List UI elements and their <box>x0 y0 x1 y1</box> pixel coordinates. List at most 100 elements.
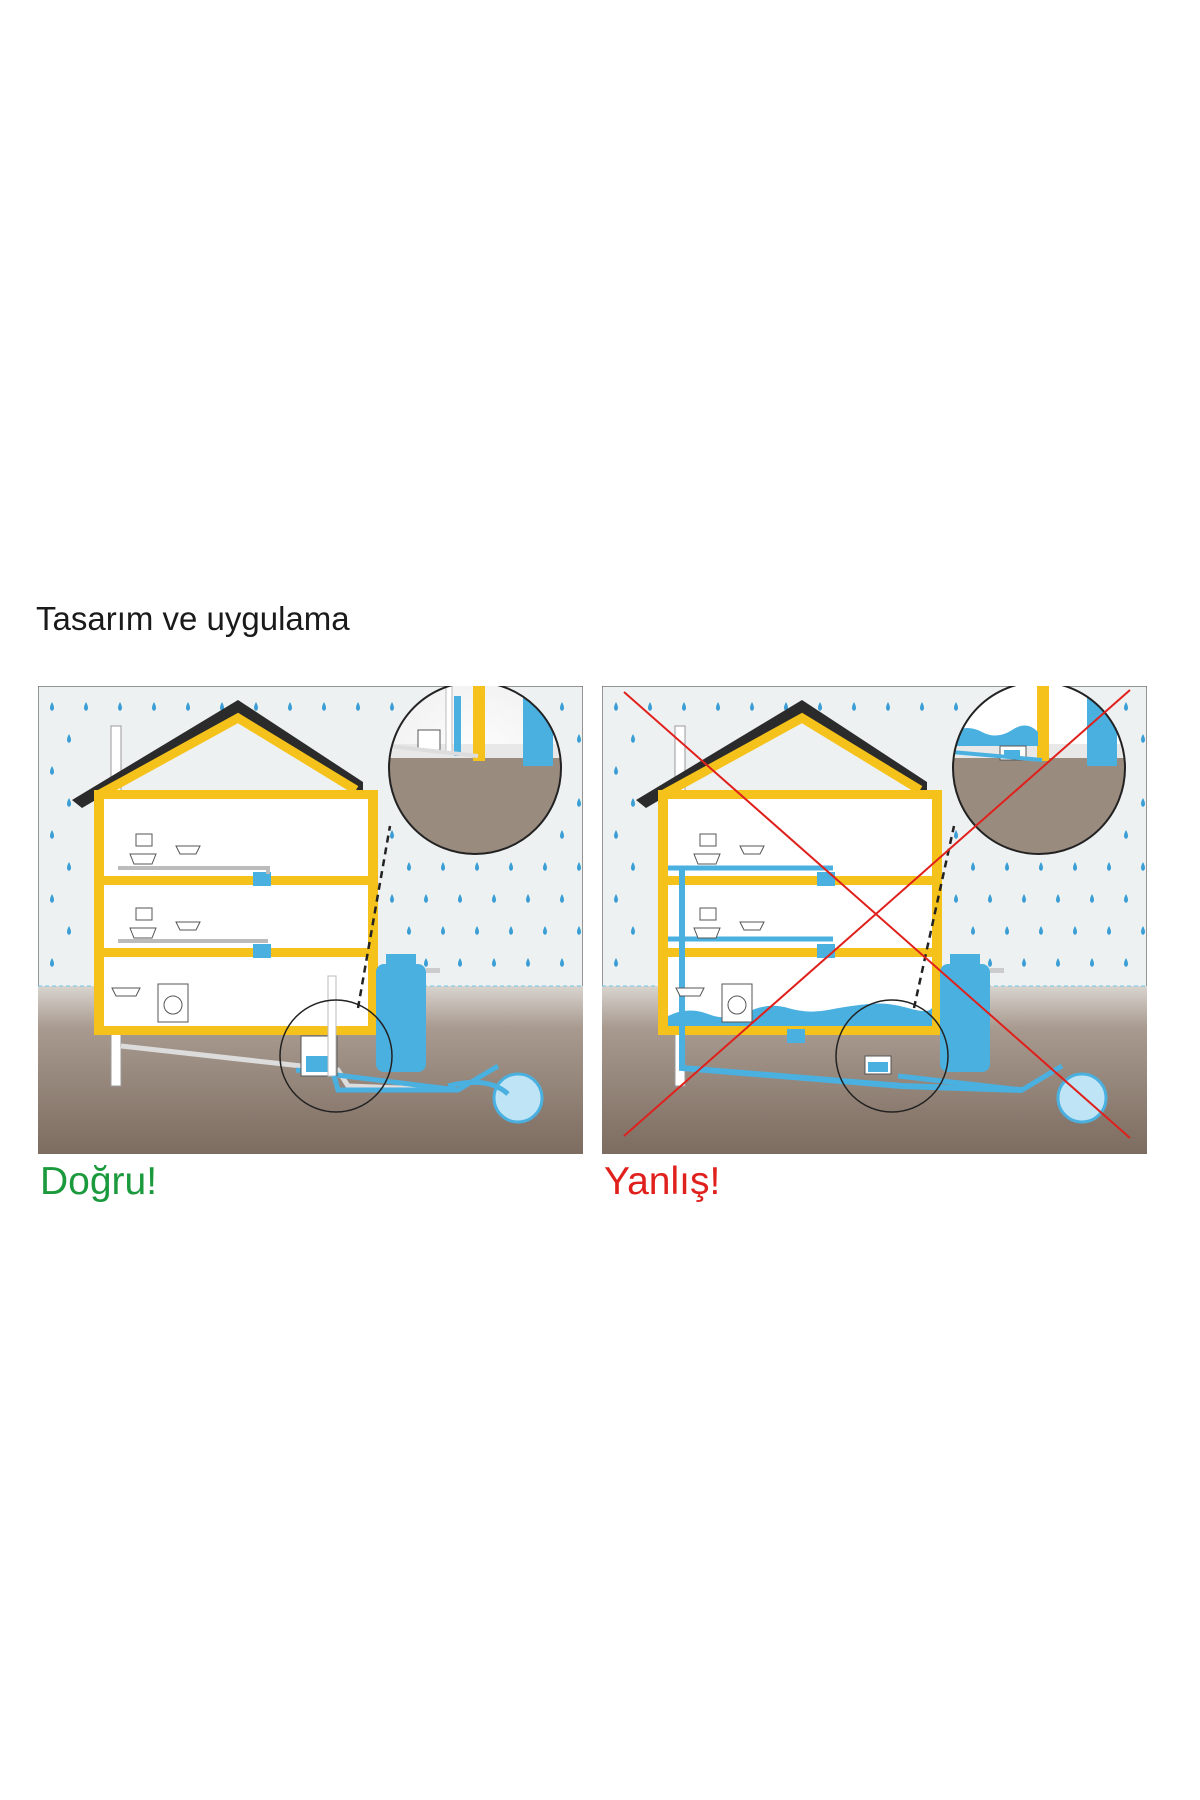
raindrop <box>614 894 618 903</box>
raindrop <box>220 702 224 711</box>
raindrop <box>543 926 547 935</box>
raindrop <box>631 798 635 807</box>
raindrop <box>1124 702 1128 711</box>
raindrop <box>1073 862 1077 871</box>
raindrop <box>543 862 547 871</box>
sink-basement <box>111 987 141 997</box>
raindrop <box>152 702 156 711</box>
magnifier-small-circle <box>835 999 949 1113</box>
raindrop <box>1056 958 1060 967</box>
raindrop <box>458 958 462 967</box>
raindrop <box>954 702 958 711</box>
verdict-wrong-label: Yanlış! <box>604 1160 721 1203</box>
sewer-main <box>492 1072 544 1124</box>
raindrop <box>954 894 958 903</box>
raindrop <box>614 958 618 967</box>
raindrop <box>390 702 394 711</box>
raindrop <box>441 926 445 935</box>
raindrop <box>988 894 992 903</box>
raindrop <box>577 798 581 807</box>
raindrop <box>118 702 122 711</box>
page-title: Tasarım ve uygulama <box>36 600 350 637</box>
raindrop <box>67 734 71 743</box>
raindrop <box>631 862 635 871</box>
raindrop <box>971 862 975 871</box>
raindrop <box>441 862 445 871</box>
water-tank <box>940 954 1004 1072</box>
raindrop <box>526 958 530 967</box>
raindrop <box>971 926 975 935</box>
raindrop <box>577 862 581 871</box>
raindrop <box>920 702 924 711</box>
raindrop <box>186 702 190 711</box>
raindrop <box>716 702 720 711</box>
raindrop <box>988 958 992 967</box>
raindrop <box>1005 926 1009 935</box>
raindrop <box>67 862 71 871</box>
floor-pipe-joint <box>253 872 271 886</box>
raindrop <box>1141 862 1145 871</box>
raindrop <box>254 702 258 711</box>
raindrop <box>1005 862 1009 871</box>
red-cross-mark <box>623 689 1131 1139</box>
raindrop <box>390 830 394 839</box>
raindrop <box>1056 894 1060 903</box>
magnifier-small-circle <box>279 999 393 1113</box>
raindrop <box>1124 958 1128 967</box>
raindrop <box>475 926 479 935</box>
raindrop <box>407 926 411 935</box>
raindrop <box>424 958 428 967</box>
raindrop <box>560 958 564 967</box>
raindrop <box>288 702 292 711</box>
raindrop <box>577 734 581 743</box>
raindrop <box>1073 926 1077 935</box>
raindrop <box>1141 798 1145 807</box>
raindrop <box>1090 894 1094 903</box>
correct-installation-diagram <box>38 686 583 1154</box>
raindrop <box>458 894 462 903</box>
raindrop <box>1039 862 1043 871</box>
raindrop <box>50 894 54 903</box>
raindrop <box>1022 958 1026 967</box>
raindrop <box>560 830 564 839</box>
sink-basement <box>675 987 705 997</box>
raindrop <box>50 830 54 839</box>
raindrop <box>84 702 88 711</box>
floor-pipe-joint <box>253 944 271 958</box>
attic-wall <box>97 712 359 798</box>
verdict-correct-label: Doğru! <box>40 1160 158 1203</box>
raindrop <box>390 894 394 903</box>
magnifier-callout-line <box>356 825 392 1009</box>
raindrop <box>1090 958 1094 967</box>
raindrop <box>1107 926 1111 935</box>
raindrop <box>1039 926 1043 935</box>
wrong-installation-diagram <box>602 686 1147 1154</box>
raindrop <box>50 958 54 967</box>
raindrop <box>648 702 652 711</box>
raindrop <box>682 702 686 711</box>
raindrop <box>631 926 635 935</box>
raindrop <box>492 894 496 903</box>
raindrop <box>886 702 890 711</box>
raindrop <box>1141 734 1145 743</box>
raindrop <box>614 830 618 839</box>
sink-middle <box>175 921 201 931</box>
raindrop <box>614 702 618 711</box>
raindrop <box>818 702 822 711</box>
raindrop <box>750 702 754 711</box>
house-walls <box>94 790 378 1035</box>
raindrop <box>67 926 71 935</box>
raindrop <box>560 894 564 903</box>
raindrop <box>67 798 71 807</box>
raindrop <box>492 958 496 967</box>
toilet-upper <box>129 833 157 865</box>
raindrop <box>954 830 958 839</box>
raindrop <box>1107 862 1111 871</box>
raindrop <box>1124 894 1128 903</box>
raindrop <box>1141 926 1145 935</box>
raindrop <box>509 862 513 871</box>
raindrop <box>424 894 428 903</box>
raindrop <box>509 926 513 935</box>
raindrop <box>526 894 530 903</box>
raindrop <box>852 702 856 711</box>
